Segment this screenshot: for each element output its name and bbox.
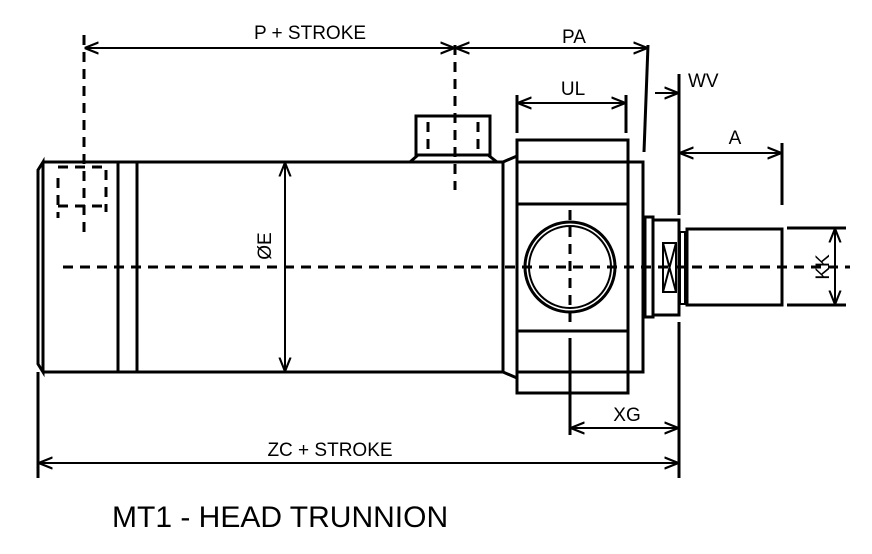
- label-p-stroke: P + STROKE: [254, 23, 366, 44]
- label-wv: WV: [688, 71, 719, 92]
- label-xg: XG: [613, 405, 640, 426]
- label-ul: UL: [561, 79, 585, 100]
- label-diameter-e: ØE: [255, 232, 276, 259]
- head-port: [409, 45, 498, 190]
- label-a: A: [729, 128, 742, 149]
- rear-port-hidden: [56, 35, 108, 235]
- dimension-lines: [40, 48, 835, 463]
- extension-lines: [36, 44, 846, 478]
- label-kk: KK: [813, 254, 834, 280]
- label-pa: PA: [562, 27, 586, 48]
- diagram-title: MT1 - HEAD TRUNNION: [112, 501, 448, 534]
- label-zc-stroke: ZC + STROKE: [267, 440, 392, 461]
